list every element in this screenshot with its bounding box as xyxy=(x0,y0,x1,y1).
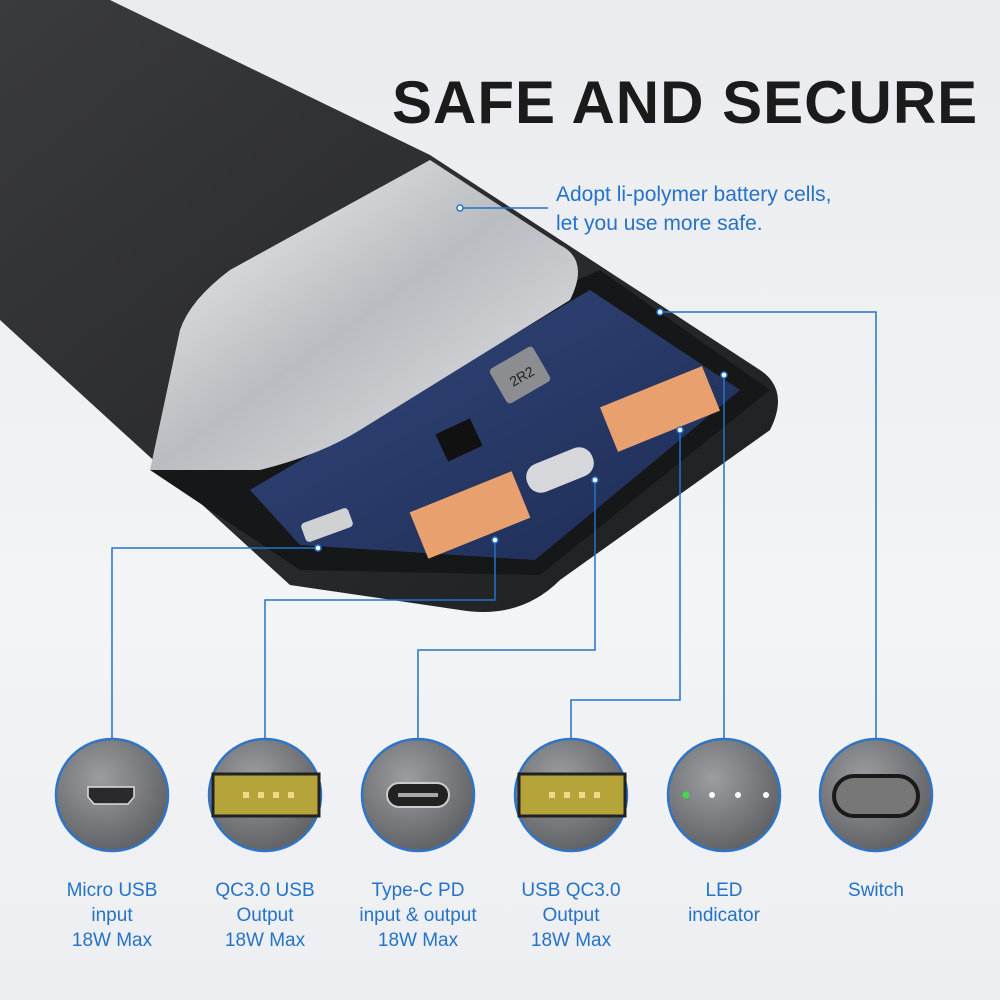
port-label-led: LED indicator xyxy=(649,878,799,928)
usb-a-port-icon xyxy=(211,772,627,818)
label-line: Micro USB xyxy=(66,880,158,901)
label-line: 18W Max xyxy=(377,930,459,951)
micro-usb xyxy=(301,508,353,542)
label-line: Output xyxy=(236,905,294,926)
label-line: indicator xyxy=(688,905,760,926)
port-label-switch: Switch xyxy=(801,878,951,903)
label-line: Switch xyxy=(848,880,904,901)
battery-callout: Adopt li-polymer battery cells, let you … xyxy=(556,180,831,238)
usb-a-right xyxy=(600,366,720,452)
port-label-type-c: Type-C PD input & output 18W Max xyxy=(343,878,493,953)
switch-button-icon xyxy=(832,774,920,818)
label-line: input & output xyxy=(359,905,477,926)
chip xyxy=(435,418,483,462)
label-line: input xyxy=(91,905,133,926)
usb-c xyxy=(526,447,594,493)
label-line: 18W Max xyxy=(224,930,306,951)
port-label-micro-usb: Micro USB input 18W Max xyxy=(37,878,187,953)
label-line: USB QC3.0 xyxy=(521,880,621,901)
battery-cell xyxy=(150,160,578,470)
usb-a-left xyxy=(409,471,531,559)
led-indicator-icon xyxy=(682,791,769,799)
label-line: 18W Max xyxy=(71,930,153,951)
usb-c-port-icon xyxy=(386,782,450,808)
led-disc xyxy=(666,737,782,853)
label-line: Output xyxy=(542,905,600,926)
port-label-qc-usb: QC3.0 USB Output 18W Max xyxy=(190,878,340,953)
label-line: Type-C PD xyxy=(371,880,465,901)
label-line: 18W Max xyxy=(530,930,612,951)
label-line: LED xyxy=(705,880,743,901)
callout-line-1: Adopt li-polymer battery cells, xyxy=(556,183,832,206)
callout-line-2: let you use more safe. xyxy=(556,212,763,235)
micro-usb-port-icon xyxy=(87,786,135,805)
inductor xyxy=(489,346,551,404)
callout-lines xyxy=(111,207,877,738)
label-line: QC3.0 USB xyxy=(215,880,315,901)
page-title: SAFE AND SECURE xyxy=(392,69,979,136)
pcb-board xyxy=(250,290,740,560)
